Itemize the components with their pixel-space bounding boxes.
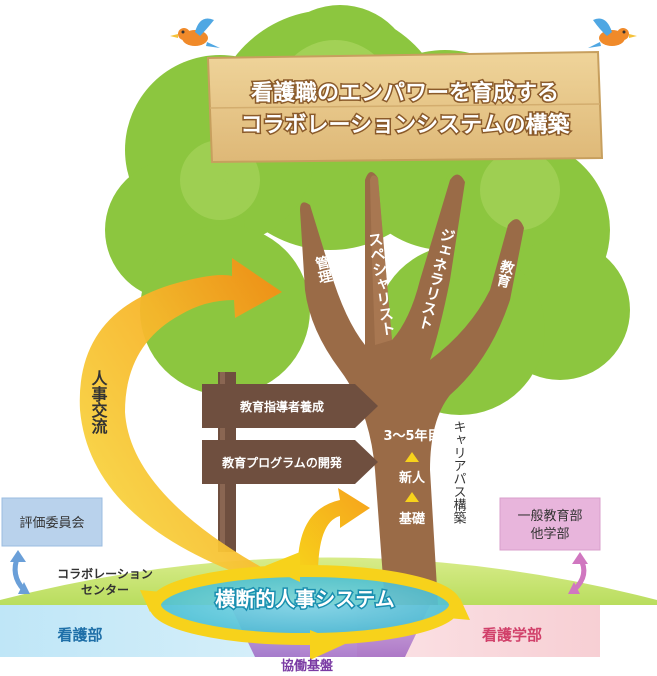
bird-right-icon <box>588 18 637 48</box>
nursing-dept-label: 看護部 <box>57 626 102 644</box>
cross-system-ring <box>149 565 461 645</box>
ring-arrowhead-icon <box>140 590 162 612</box>
title-line2: コラボレーションシステムの構築 <box>241 112 571 138</box>
title-board <box>206 50 604 164</box>
sign-label-leader-training: 教育指導者養成 <box>239 399 324 414</box>
left-arrowhead-icon <box>18 582 30 594</box>
up-arrow-icon <box>405 492 419 502</box>
pond <box>150 575 460 635</box>
signpost <box>202 372 378 552</box>
branch-label-management: 管理 <box>312 254 334 286</box>
right-arrowhead-icon <box>568 582 580 594</box>
evaluation-committee-box <box>1 497 103 547</box>
general-education-box <box>499 497 601 551</box>
right-arrowhead-icon <box>572 552 588 564</box>
general-education-line2: 他学部 <box>530 526 569 542</box>
cross-system-label: 横断的人事システム <box>215 587 394 611</box>
personnel-exchange-arrow <box>79 258 282 578</box>
general-education-line1: 一般教育部 <box>517 508 582 524</box>
title-line1: 看護職のエンパワーを育成する <box>251 80 559 106</box>
small-curved-arrow <box>297 488 370 575</box>
evaluation-committee-label: 評価委員会 <box>19 516 84 531</box>
left-arrowhead-icon <box>10 550 26 562</box>
trunk-newcomer-label: 新人 <box>399 470 426 486</box>
ring-arrowhead-icon <box>448 598 470 620</box>
collab-center-line1: コラボレーション <box>57 566 153 581</box>
trunk-foundation-label: 基礎 <box>398 511 426 527</box>
bird-left-icon <box>170 18 220 48</box>
nursing-faculty-label: 看護学部 <box>482 626 542 644</box>
cooperation-base-label: 協働基盤 <box>281 658 334 674</box>
career-path-label: キャリアパス構築 <box>451 420 467 524</box>
trunk-years-label: 3～5年目 <box>383 428 440 444</box>
branch-label-education: 教育 <box>493 257 516 290</box>
up-arrow-icon <box>405 452 419 462</box>
collab-center-line2: センター <box>81 583 129 597</box>
sign-label-program-development: 教育プログラムの開発 <box>221 455 343 470</box>
tree-trunk <box>300 171 524 605</box>
personnel-exchange-label: 人事交流 <box>89 370 108 435</box>
ring-arrowhead-icon <box>310 630 345 660</box>
ring-arrowhead-icon <box>265 552 300 582</box>
